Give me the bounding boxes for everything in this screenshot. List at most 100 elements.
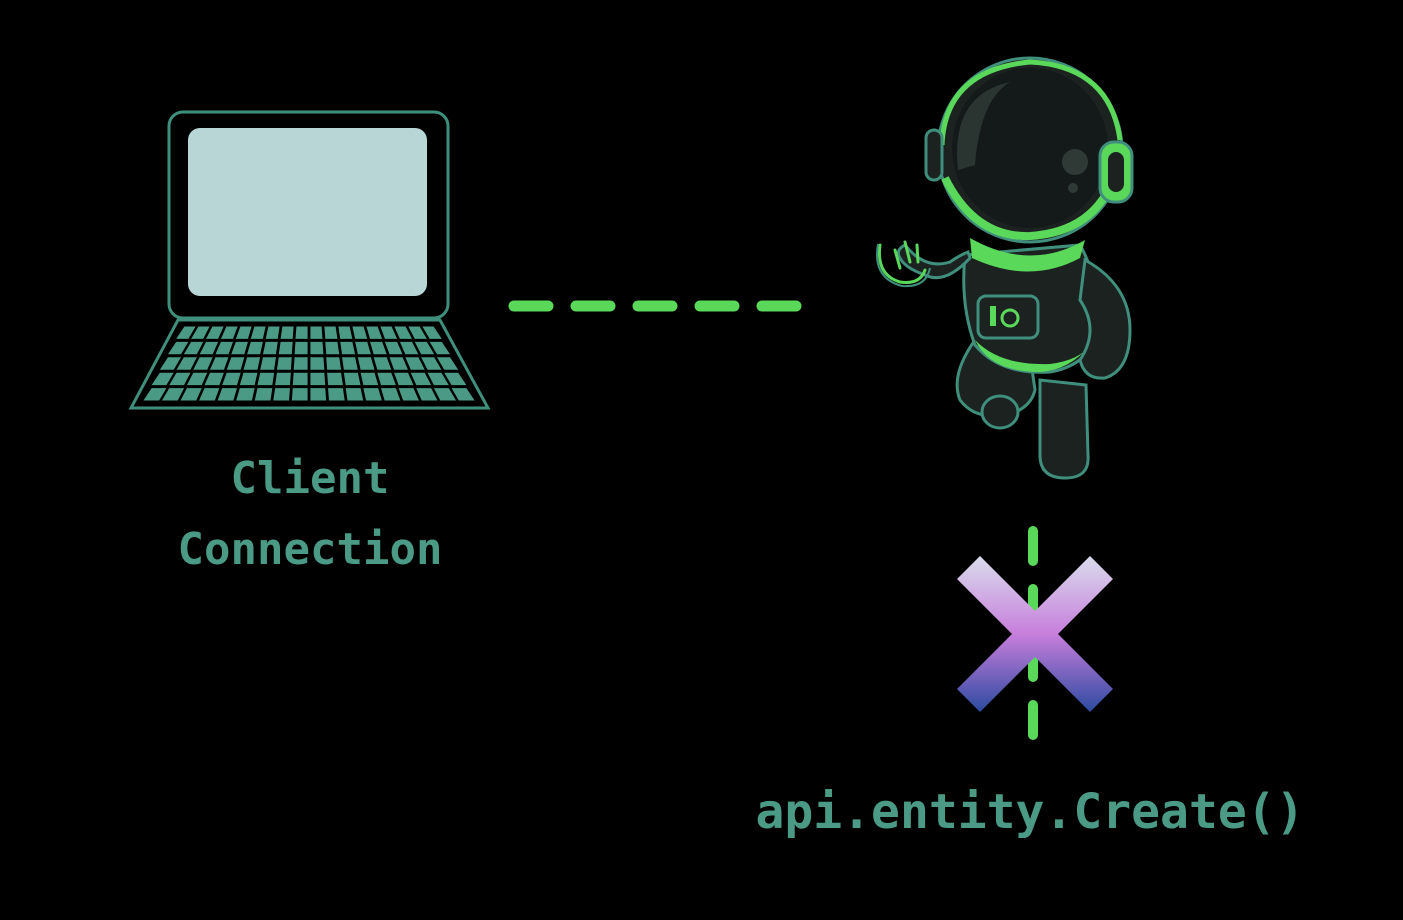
keyboard-key (380, 326, 398, 339)
keyboard-key (355, 341, 371, 355)
keyboard-key (278, 341, 293, 355)
laptop-icon (128, 110, 491, 410)
keyboard-key (243, 357, 261, 370)
keyboard-key (408, 326, 427, 339)
keyboard-key (215, 341, 234, 355)
keyboard-key (250, 326, 266, 339)
keyboard-key (236, 388, 255, 401)
keyboard-key (310, 357, 325, 370)
keyboard-key (295, 326, 308, 339)
keyboard-key (161, 388, 185, 401)
keyboard-key (399, 341, 419, 355)
keyboard-key (231, 341, 248, 355)
keyboard-key (265, 326, 280, 339)
keyboard-key (180, 388, 202, 401)
keyboard-key (276, 357, 292, 370)
keyboard-key (405, 357, 425, 370)
keyboard-key (260, 357, 276, 370)
keyboard-key (204, 372, 224, 386)
keyboard-key (310, 326, 323, 339)
keyboard-key (151, 372, 174, 386)
keyboard-key (338, 326, 353, 339)
laptop-screen (188, 128, 427, 296)
keyboard-key (342, 357, 358, 370)
keyboard-key (210, 357, 229, 370)
keyboard-key (310, 341, 324, 355)
keyboard-key (380, 388, 401, 401)
keyboard-key (275, 372, 291, 386)
keyboard-key (451, 388, 475, 401)
keyboard-key (414, 341, 435, 355)
keyboard-key (176, 357, 197, 370)
keyboard-key (326, 357, 342, 370)
keyboard-key (168, 341, 189, 355)
keyboard-key (357, 357, 375, 370)
astronaut-mascot-icon (876, 56, 1134, 480)
keyboard-key (262, 341, 278, 355)
keyboard-key (176, 326, 196, 339)
keyboard-key (327, 372, 343, 386)
keyboard-key (310, 388, 327, 401)
laptop-keyboard (143, 326, 475, 401)
keyboard-key (421, 357, 442, 370)
keyboard-key (247, 341, 263, 355)
keyboard-key (186, 372, 208, 386)
keyboard-key (429, 341, 450, 355)
keyboard-key (324, 326, 338, 339)
keyboard-key (291, 388, 308, 401)
keyboard-key (239, 372, 258, 386)
keyboard-key (389, 357, 408, 370)
keyboard-key (363, 388, 382, 401)
keyboard-key (235, 326, 252, 339)
keyboard-key (373, 357, 392, 370)
keyboard-key (394, 326, 412, 339)
x-mark-icon (957, 556, 1113, 712)
keyboard-key (436, 357, 459, 370)
keyboard-key (206, 326, 224, 339)
keyboard-key (293, 357, 308, 370)
keyboard-key (340, 341, 356, 355)
keyboard-key (310, 372, 326, 386)
keyboard-key (427, 372, 449, 386)
keyboard-key (360, 372, 379, 386)
keyboard-key (410, 372, 432, 386)
keyboard-key (254, 388, 273, 401)
keyboard-key (377, 372, 396, 386)
keyboard-key (193, 357, 213, 370)
keyboard-key (343, 372, 361, 386)
api-call-label: api.entity.Create() (755, 784, 1305, 840)
keyboard-key (226, 357, 245, 370)
keyboard-key (416, 388, 438, 401)
keyboard-key (273, 388, 290, 401)
keyboard-key (159, 357, 182, 370)
keyboard-key (217, 388, 238, 401)
keyboard-key (352, 326, 368, 339)
keyboard-key (169, 372, 191, 386)
keyboard-key (370, 341, 387, 355)
keyboard-key (143, 388, 167, 401)
keyboard-key (325, 341, 340, 355)
keyboard-key (280, 326, 294, 339)
keyboard-key (294, 341, 308, 355)
keyboard-key (384, 341, 403, 355)
keyboard-key (292, 372, 308, 386)
keyboard-key (222, 372, 241, 386)
client-label-line2: Connection (177, 524, 443, 575)
keyboard-key (328, 388, 345, 401)
keyboard-key (183, 341, 204, 355)
keyboard-key (191, 326, 210, 339)
keyboard-key (345, 388, 364, 401)
keyboard-key (394, 372, 414, 386)
keyboard-key (433, 388, 457, 401)
client-label-line1: Client (230, 453, 390, 504)
keyboard-key (199, 341, 219, 355)
keyboard-key (398, 388, 419, 401)
keyboard-key (422, 326, 442, 339)
keyboard-key (257, 372, 275, 386)
laptop-base (128, 318, 491, 410)
keyboard-key (220, 326, 238, 339)
keyboard-key (366, 326, 383, 339)
keyboard-key (444, 372, 467, 386)
keyboard-key (199, 388, 220, 401)
